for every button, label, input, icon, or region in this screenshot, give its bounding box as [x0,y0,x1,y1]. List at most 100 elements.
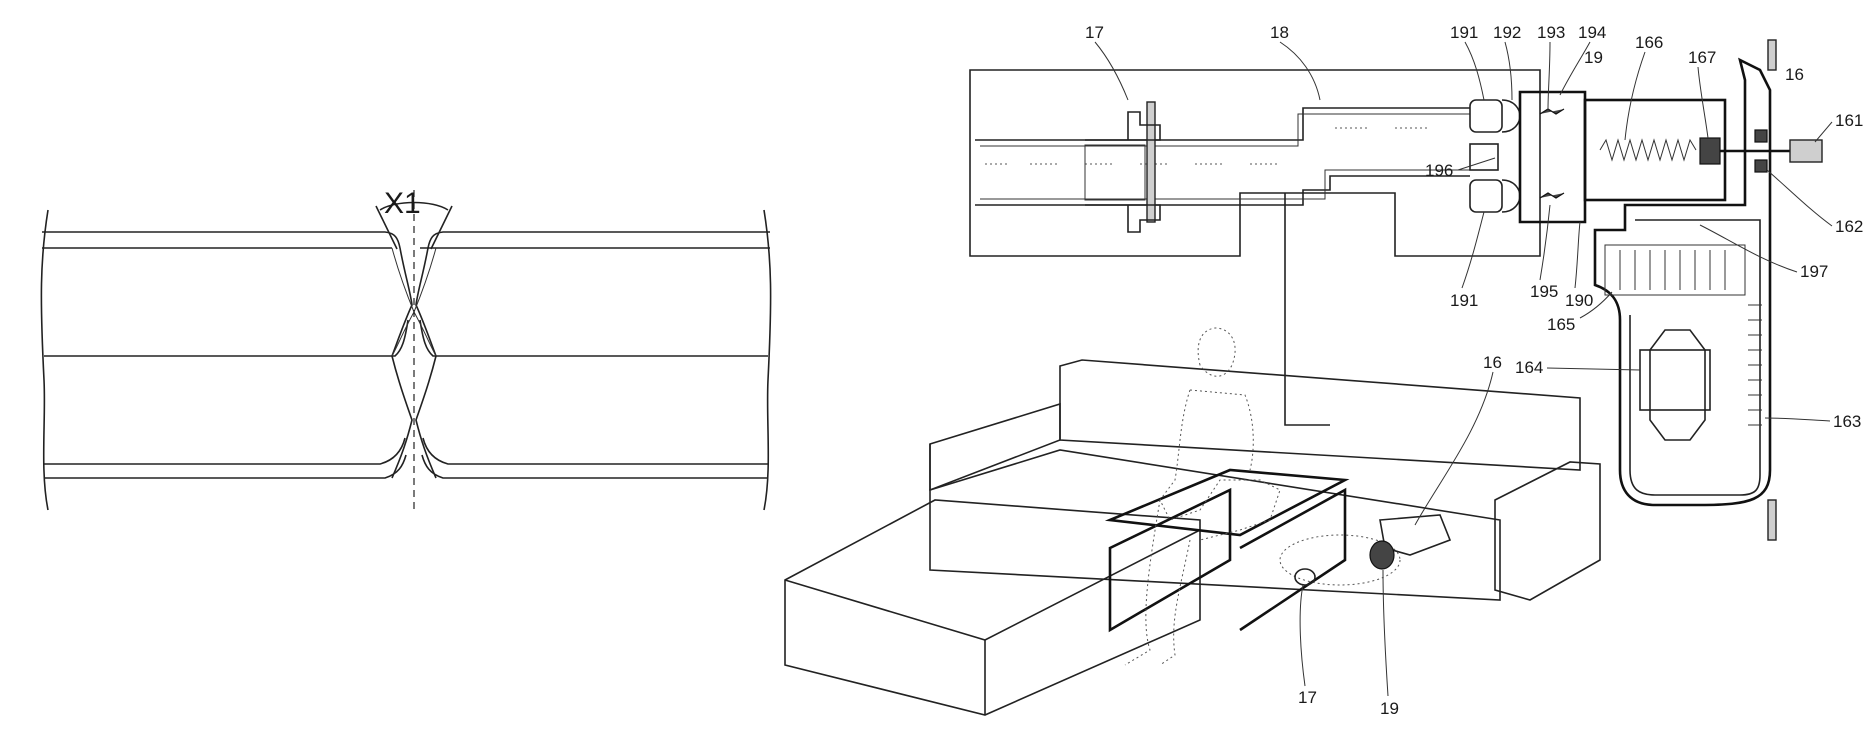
left-band-line [44,455,406,478]
right-band-line [422,455,768,478]
leader-line [1095,42,1128,100]
x1-angle-mark [431,206,452,249]
spring-195 [1540,193,1564,198]
callout-19-scene: 19 [1380,699,1399,718]
joint-curve [392,248,412,478]
callout-196: 196 [1425,161,1453,180]
valve-chamber [1585,100,1822,200]
section-frame [970,70,1540,256]
leader-line [1458,158,1495,170]
callout-194: 194 [1578,23,1606,42]
leader-line [1548,42,1550,110]
left-figure-joint: X1 [41,187,770,510]
leader-line [1505,42,1512,100]
port-191-bottom [1470,180,1502,212]
spring-166 [1600,140,1696,160]
callout-162: 162 [1835,217,1863,236]
fan-165 [1605,245,1745,295]
sofa-back [1060,360,1580,470]
connector-19 [1470,92,1585,222]
device-housing-16 [1595,40,1776,540]
leader-line [1547,368,1640,370]
callout-191-lower: 191 [1450,291,1478,310]
piston-167 [1700,138,1720,164]
leader-line [1462,212,1484,288]
leader-line [1383,570,1388,696]
fitting-sleeve [1085,145,1145,200]
flange-plate [1147,102,1155,222]
sofa-armrest-right [1495,462,1600,600]
callout-167: 167 [1688,48,1716,67]
leader-line [1280,42,1320,100]
callout-197: 197 [1800,262,1828,281]
callout-17-scene: 17 [1298,688,1317,707]
left-band-line [44,320,408,356]
duct-corrugation [980,114,1470,146]
joint-curve [416,248,436,478]
callout-164: 164 [1515,358,1543,377]
table-leg [1110,490,1230,630]
fitting-17 [1085,102,1160,232]
callout-191: 191 [1450,23,1478,42]
callout-161: 161 [1835,111,1863,130]
leader-line [1700,225,1797,272]
leader-line [1698,67,1708,138]
leader-line [1415,372,1493,525]
leader-line [1815,122,1832,142]
duct-corrugation [980,170,1470,199]
person-outline [1160,390,1280,540]
callout-16: 16 [1785,65,1804,84]
callout-192: 192 [1493,23,1521,42]
table-leg [1240,490,1345,630]
port-191-top [1470,100,1502,132]
port-196 [1470,144,1498,170]
motor-164 [1650,330,1705,440]
callout-190: 190 [1565,291,1593,310]
fan-blades [1620,250,1725,290]
x1-label: X1 [384,187,421,220]
seal-162 [1755,130,1767,142]
leader-line [1575,222,1580,288]
knob-161 [1790,140,1822,162]
leader-line [1465,42,1484,100]
leader-line [1540,205,1550,280]
seated-person [1125,328,1280,665]
callout-19: 19 [1584,48,1603,67]
person-outline [1160,540,1190,665]
callout-17: 17 [1085,23,1104,42]
right-band-line [428,232,770,248]
callout-16-scene: 16 [1483,353,1502,372]
sectional-view: 17 18 191 192 193 194 19 166 167 16 161 … [970,23,1863,540]
callout-165: 165 [1547,315,1575,334]
port-192 [1502,180,1520,212]
person-outline [1198,328,1235,376]
callout-166: 166 [1635,33,1663,52]
person-outline [1190,390,1253,470]
floor-device [1280,515,1450,585]
callout-18: 18 [1270,23,1289,42]
spring-193 [1540,109,1564,114]
left-panel-outer-edge [41,210,48,510]
wall-mount-plate [1768,40,1776,70]
fitting-17-body [1295,569,1315,585]
duct-wall-left [975,108,1470,140]
connector-line [1285,193,1330,425]
glass-table [1110,470,1345,630]
leader-line [1625,52,1645,140]
left-band-line [42,232,400,248]
sofa-chaise [785,500,1200,715]
callout-193: 193 [1537,23,1565,42]
right-band-line [420,320,768,356]
callout-163: 163 [1833,412,1861,431]
table-top [1110,470,1345,535]
right-panel-outer-edge [764,210,771,510]
leader-line [1767,170,1832,226]
seal-162 [1755,160,1767,172]
leader-line [1765,418,1830,421]
port-192 [1502,100,1520,132]
sofa-scene: 16 17 19 [785,328,1600,718]
left-band-line [44,438,405,464]
right-band-line [423,438,768,464]
